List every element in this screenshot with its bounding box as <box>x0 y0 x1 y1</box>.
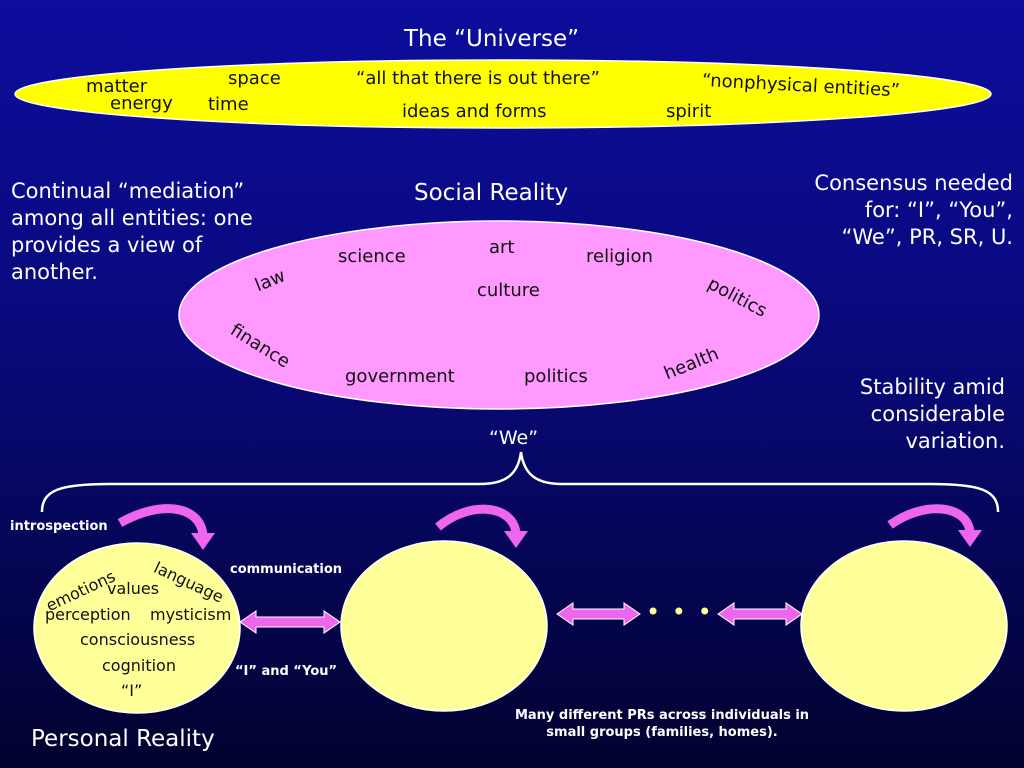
social-reality-ellipse <box>178 220 820 410</box>
double-arrow-icon-3 <box>717 602 803 626</box>
many-prs-line-2: small groups (families, homes). <box>546 725 778 740</box>
universe-term-all-out-there: “all that there is out there” <box>356 68 600 89</box>
personal-reality-circle-1 <box>33 542 241 714</box>
universe-term-matter: matter <box>86 76 148 97</box>
personal-term-consciousness: consciousness <box>80 630 196 649</box>
social-term-science: science <box>338 246 406 267</box>
personal-reality-circle-3 <box>800 540 1008 712</box>
stability-line-3: variation. <box>905 429 1005 453</box>
social-term-government: government <box>345 366 455 387</box>
introspection-arrow-icon <box>117 504 215 550</box>
ellipsis-dots: • • • <box>646 598 714 626</box>
universe-term-ideas-forms: ideas and forms <box>402 101 547 122</box>
universe-term-energy: energy <box>110 93 173 114</box>
consensus-line-2: for: “I”, “You”, <box>864 198 1013 222</box>
social-reality-title: Social Reality <box>414 180 569 206</box>
consensus-line-3: “We”, PR, SR, U. <box>841 225 1014 249</box>
social-term-art: art <box>489 237 515 258</box>
introspection-label: introspection <box>10 519 108 534</box>
consensus-note: Consensus needed for: “I”, “You”, “We”, … <box>814 170 1013 251</box>
communication-double-arrow-icon <box>239 610 341 634</box>
personal-term-cognition: cognition <box>102 656 176 675</box>
i-and-you-label: “I” and “You” <box>235 664 338 679</box>
social-term-culture: culture <box>477 280 540 301</box>
universe-ellipse <box>14 59 992 129</box>
personal-reality-title: Personal Reality <box>31 726 215 752</box>
mediation-note: Continual “mediation” among all entities… <box>11 178 253 286</box>
mediation-line-4: another. <box>11 260 98 284</box>
we-brace <box>40 451 1000 513</box>
personal-term-perception: perception <box>45 605 131 624</box>
universe-term-space: space <box>228 68 281 89</box>
mediation-line-3: provides a view of <box>11 233 203 257</box>
consensus-line-1: Consensus needed <box>814 171 1013 195</box>
we-label: “We” <box>489 427 539 449</box>
stability-line-1: Stability amid <box>859 375 1005 399</box>
mediation-line-2: among all entities: one <box>11 206 253 230</box>
universe-title: The “Universe” <box>404 26 580 52</box>
communication-label: communication <box>230 562 343 577</box>
personal-reality-circle-2 <box>340 540 548 712</box>
many-prs-caption: Many different PRs across individuals in… <box>502 707 822 741</box>
social-term-religion: religion <box>586 246 653 267</box>
universe-term-spirit: spirit <box>666 101 712 122</box>
social-term-politics: politics <box>524 366 588 387</box>
stability-line-2: considerable <box>870 402 1005 426</box>
introspection-arrow-icon-2 <box>435 504 528 548</box>
universe-term-time: time <box>208 94 249 115</box>
mediation-line-1: Continual “mediation” <box>11 179 245 203</box>
personal-term-mysticism: mysticism <box>150 605 232 624</box>
stability-note: Stability amid considerable variation. <box>860 374 1005 455</box>
double-arrow-icon-2 <box>556 602 641 626</box>
personal-term-i: “I” <box>121 681 143 700</box>
personal-term-values: values <box>107 579 160 598</box>
many-prs-line-1: Many different PRs across individuals in <box>514 708 810 723</box>
introspection-arrow-icon-3 <box>887 504 982 547</box>
